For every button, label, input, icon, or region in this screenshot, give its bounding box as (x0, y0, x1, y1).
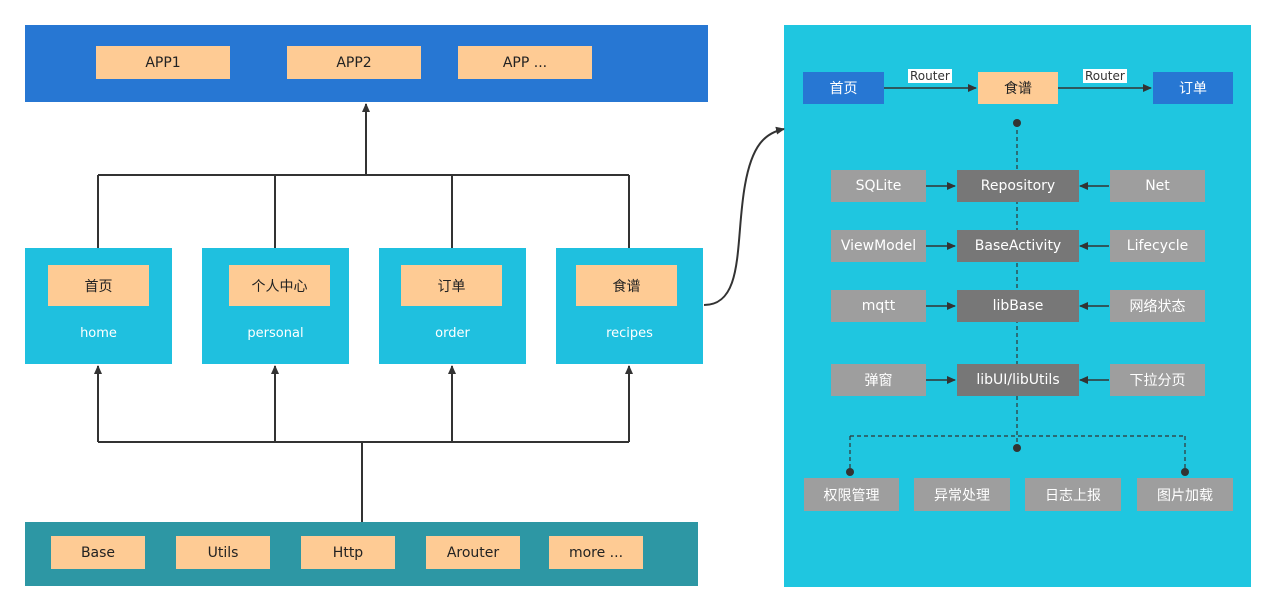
row3-center: libBase (957, 290, 1079, 322)
row1-left: SQLite (831, 170, 926, 202)
dot-image-loading (1181, 468, 1189, 476)
nav-order-box: 订单 (1153, 72, 1233, 104)
router-label-1: Router (908, 69, 952, 83)
bottom-permission: 权限管理 (804, 478, 899, 511)
row1-right: Net (1110, 170, 1205, 202)
bottom-log-report: 日志上报 (1025, 478, 1121, 511)
row2-center: BaseActivity (957, 230, 1079, 262)
module-order-panel: 订单 order (379, 248, 526, 364)
router-label-2: Router (1083, 69, 1127, 83)
lib-to-module-lines (94, 365, 633, 522)
row4-center: libUI/libUtils (957, 364, 1079, 396)
nav-recipes-box: 食谱 (978, 72, 1058, 104)
row4-left: 弹窗 (831, 364, 926, 396)
nav-home-box: 首页 (803, 72, 884, 104)
row1-center: Repository (957, 170, 1079, 202)
module-home-label: home (80, 326, 117, 341)
row4-right: 下拉分页 (1110, 364, 1205, 396)
module-recipes-label: recipes (606, 326, 653, 341)
app-box-more: APP ... (458, 46, 592, 79)
bottom-image-loading: 图片加载 (1137, 478, 1233, 511)
lib-arouter: Arouter (426, 536, 520, 569)
row-arrows (926, 182, 1109, 384)
dot-permission (846, 468, 854, 476)
module-order-label: order (435, 326, 470, 341)
row2-right: Lifecycle (1110, 230, 1205, 262)
lib-utils: Utils (176, 536, 270, 569)
module-personal-panel: 个人中心 personal (202, 248, 349, 364)
module-order-title: 订单 (401, 265, 502, 306)
row3-right: 网络状态 (1110, 290, 1205, 322)
app-box-1: APP1 (96, 46, 230, 79)
module-home-panel: 首页 home (25, 248, 172, 364)
lib-more: more ... (549, 536, 643, 569)
module-personal-title: 个人中心 (229, 265, 330, 306)
bottom-exception: 异常处理 (914, 478, 1010, 511)
module-to-app-lines (97, 103, 630, 248)
lib-base: Base (51, 536, 145, 569)
spine-top-dot (1013, 119, 1021, 127)
module-personal-label: personal (247, 326, 304, 341)
lib-http: Http (301, 536, 395, 569)
recipes-expand-curve (703, 126, 785, 306)
module-home-title: 首页 (48, 265, 149, 306)
app-box-2: APP2 (287, 46, 421, 79)
row2-left: ViewModel (831, 230, 926, 262)
module-recipes-title: 食谱 (576, 265, 677, 306)
module-recipes-panel: 食谱 recipes (556, 248, 703, 364)
row3-left: mqtt (831, 290, 926, 322)
bottom-dashed-lines (849, 435, 1186, 472)
spine-bottom-dot (1013, 444, 1021, 452)
